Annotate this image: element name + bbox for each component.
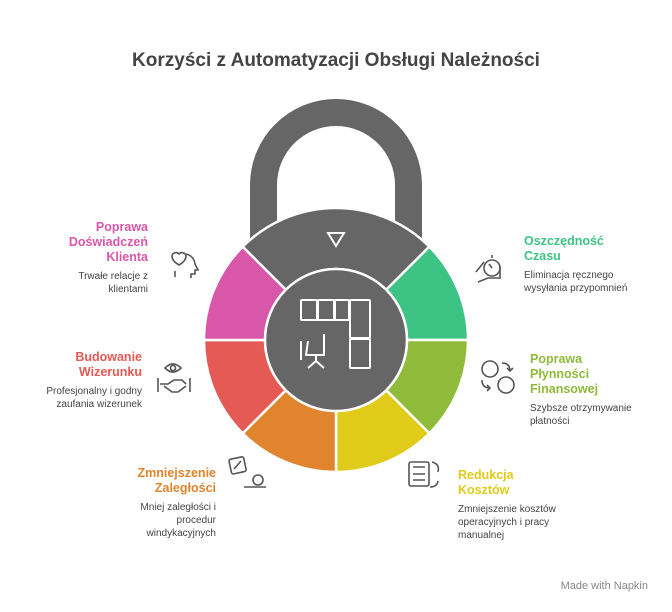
lock-shackle bbox=[250, 99, 422, 240]
benefit-desc: Profesjonalny i godny zaufania wizerunek bbox=[46, 386, 142, 410]
triangle-icon bbox=[326, 232, 346, 248]
eye-handshake-icon bbox=[157, 363, 191, 393]
page-title: Korzyści z Automatyzacji Obsługi Należno… bbox=[132, 50, 540, 71]
benefit-title: Oszczędność Czasu bbox=[524, 234, 604, 263]
benefit-title: Poprawa Doświadczeń Klienta bbox=[68, 220, 148, 264]
benefit-title: Budowanie Wizerunku bbox=[75, 350, 142, 379]
benefit-desc: Eliminacja ręcznego wysyłania przypomnie… bbox=[524, 270, 628, 294]
office-icon bbox=[300, 299, 371, 369]
exchange-icon bbox=[481, 360, 515, 394]
head-heart-icon bbox=[171, 251, 200, 278]
stopwatch-hand-icon bbox=[475, 255, 501, 283]
benefit-desc: Zmniejszenie kosztów operacyjnych i prac… bbox=[458, 504, 556, 541]
overdue-icon bbox=[228, 456, 266, 488]
benefit-title: Poprawa Płynności Finansowej bbox=[530, 352, 599, 396]
benefit-title: Zmniejszenie Zaległości bbox=[137, 466, 217, 495]
napkin-credit[interactable]: Made with Napkin bbox=[560, 580, 648, 592]
benefit-title: Redukcja Kosztów bbox=[458, 468, 514, 497]
benefit-desc: Trwałe relacje z klientami bbox=[78, 271, 148, 295]
center-circle bbox=[263, 267, 409, 413]
benefit-desc: Szybsze otrzymywanie płatności bbox=[530, 403, 632, 427]
calculator-icon bbox=[408, 461, 440, 488]
benefit-desc: Mniej zaległości i procedur windykacyjny… bbox=[140, 502, 216, 539]
